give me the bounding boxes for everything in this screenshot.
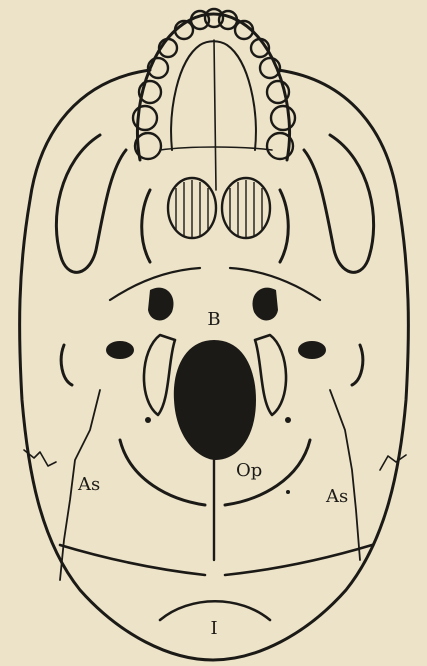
mastoid-left — [61, 345, 72, 385]
palatine-midline-suture — [214, 40, 216, 190]
foramen-lacerum-left — [148, 288, 173, 321]
label-opisthion: Op — [236, 460, 262, 481]
jugular-foramen-right — [298, 341, 326, 359]
label-basion: B — [207, 309, 220, 330]
occipitomastoid-suture-right — [330, 390, 360, 560]
pterygoid-left — [142, 190, 150, 262]
superior-nuchal-line-right — [225, 545, 372, 575]
zygomatic-arch-left — [56, 135, 126, 272]
label-inion: I — [210, 618, 217, 639]
foramen-magnum — [174, 340, 256, 460]
mastoid-right — [352, 345, 363, 385]
emissary-foramen-dot — [286, 490, 290, 494]
occipital-condyle-left — [144, 335, 175, 415]
palatine-foramina — [168, 178, 270, 238]
pterygoid-right — [280, 190, 288, 262]
zygomatic-arch-right — [304, 135, 374, 272]
occipital-condyle-right — [255, 335, 286, 415]
jugular-foramen-left — [106, 341, 134, 359]
squamous-suture-right — [380, 455, 406, 470]
label-asterion-right: As — [325, 486, 348, 507]
inferior-nuchal-line-left — [120, 440, 205, 505]
condylar-foramen-right — [285, 417, 291, 423]
superior-nuchal-line-left — [60, 545, 205, 575]
foramen-lacerum-right — [253, 288, 278, 321]
label-asterion-left: As — [77, 474, 100, 495]
condylar-foramen-left — [145, 417, 151, 423]
